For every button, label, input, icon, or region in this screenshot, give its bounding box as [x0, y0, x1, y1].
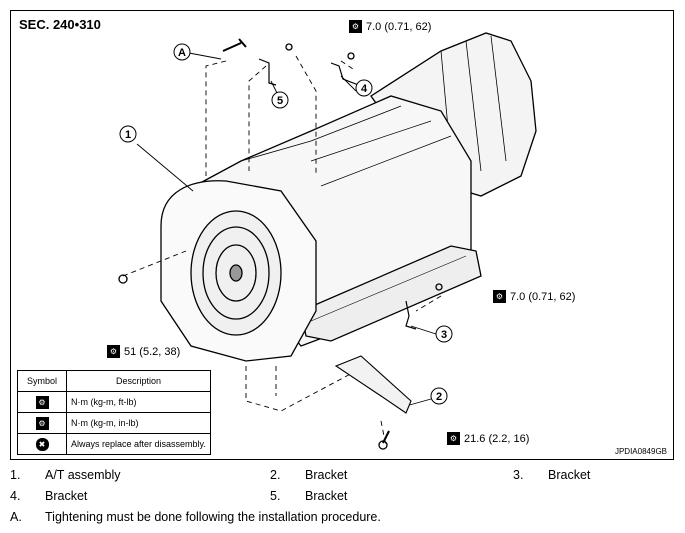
torque-nm-kgm-inlb-icon: ⚙	[35, 416, 49, 430]
table-row: ⚙ N·m (kg-m, ft-lb)	[17, 391, 211, 413]
table-row: ⚙ N·m (kg-m, in-lb)	[17, 412, 211, 434]
torque-spec-bottom: ⚙ 21.6 (2.2, 16)	[447, 432, 529, 445]
figure-code: JPDIA0849GB	[614, 447, 667, 456]
callout-3: 3	[435, 325, 453, 343]
bracket-3	[405, 300, 417, 330]
legend-item: A. Tightening must be done following the…	[10, 510, 381, 524]
callout-2: 2	[430, 387, 448, 405]
legend-item: 1. A/T assembly	[10, 468, 121, 482]
bracket-4	[330, 62, 362, 87]
section-title: SEC. 240•310	[19, 17, 101, 32]
callout-1: 1	[119, 125, 137, 143]
oil-pan	[300, 245, 482, 342]
transmission-drawing: 1 2 3 4 5 A	[118, 32, 537, 450]
callout-5: 5	[271, 91, 289, 109]
symbol-table: Symbol Description ⚙ N·m (kg-m, ft-lb) ⚙…	[17, 370, 211, 455]
torque-wrench-icon: ⚙	[493, 290, 506, 303]
bracket-2	[334, 355, 412, 414]
bolt-a	[222, 38, 247, 52]
torque-spec-left: ⚙ 51 (5.2, 38)	[107, 345, 180, 358]
torque-nm-kgm-ftlb-icon: ⚙	[35, 395, 49, 409]
legend-item: 4. Bracket	[10, 489, 88, 503]
svg-text:A: A	[178, 47, 186, 59]
svg-text:5: 5	[277, 95, 283, 107]
symbol-header: Symbol	[17, 370, 67, 392]
diagram-frame: 1 2 3 4 5 A SEC. 240•310	[10, 10, 674, 460]
torque-wrench-icon: ⚙	[107, 345, 120, 358]
callout-a: A	[173, 43, 191, 61]
torque-spec-top: ⚙ 7.0 (0.71, 62)	[349, 20, 431, 33]
always-replace-icon: ✖	[35, 437, 49, 451]
legend-item: 2. Bracket	[270, 468, 348, 482]
description-header: Description	[66, 370, 211, 392]
svg-text:2: 2	[436, 391, 442, 403]
torque-wrench-icon: ⚙	[447, 432, 460, 445]
bracket-5	[258, 58, 277, 86]
svg-text:4: 4	[361, 83, 368, 95]
torque-spec-right: ⚙ 7.0 (0.71, 62)	[493, 290, 575, 303]
svg-text:3: 3	[441, 329, 447, 341]
legend-item: 5. Bracket	[270, 489, 348, 503]
torque-wrench-icon: ⚙	[349, 20, 362, 33]
callout-4: 4	[355, 79, 373, 97]
table-row: ✖ Always replace after disassembly.	[17, 433, 211, 455]
svg-text:1: 1	[125, 129, 131, 141]
legend-item: 3. Bracket	[513, 468, 591, 482]
